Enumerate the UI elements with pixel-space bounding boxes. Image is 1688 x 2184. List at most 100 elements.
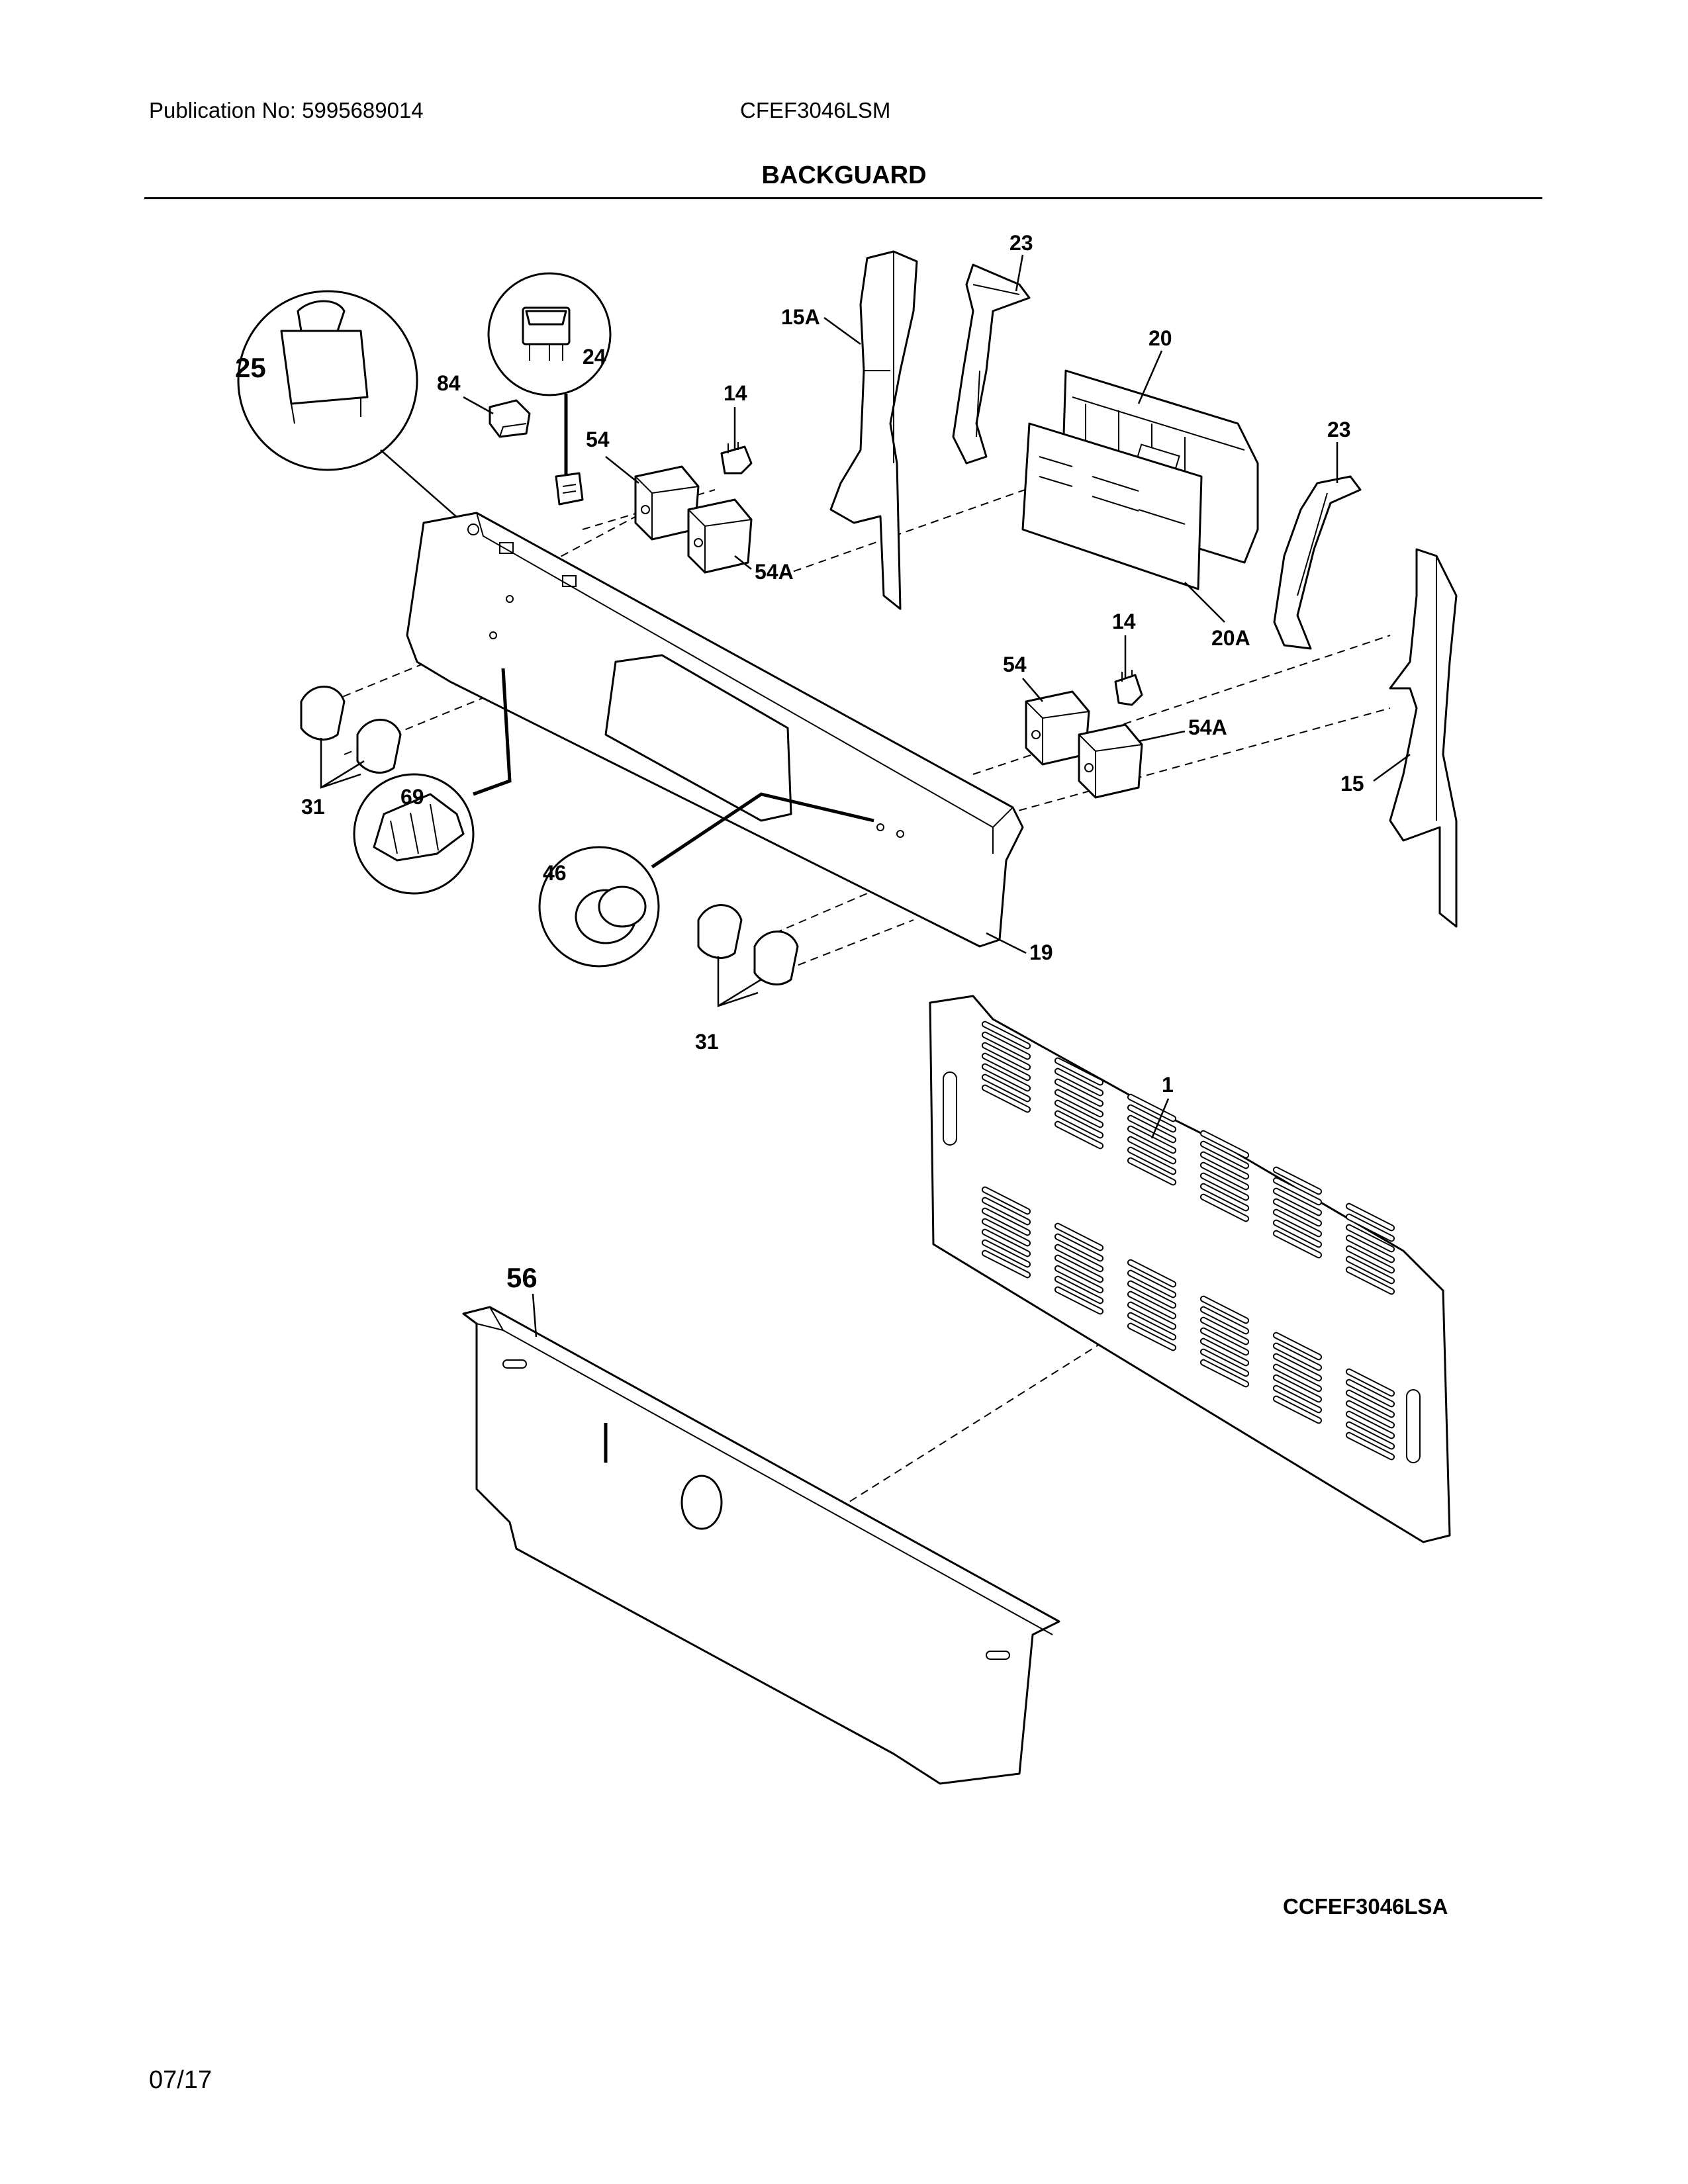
callout-20a: 20A xyxy=(1211,626,1250,650)
vent-slot xyxy=(1345,1224,1395,1253)
vent-slot xyxy=(1127,1093,1177,1122)
vent-slot xyxy=(1054,1110,1104,1139)
vent-slot xyxy=(1345,1421,1395,1450)
vent-slot xyxy=(1272,1363,1323,1392)
vent-slot xyxy=(1345,1245,1395,1274)
vent-slot xyxy=(1345,1203,1395,1232)
vent-slot xyxy=(1199,1140,1250,1169)
callout-23-right: 23 xyxy=(1327,418,1351,441)
vent-slot xyxy=(1345,1234,1395,1263)
vent-slot xyxy=(1199,1348,1250,1377)
vent-slot xyxy=(1272,1198,1323,1227)
part-14-top xyxy=(720,442,753,475)
vent-slot xyxy=(1272,1353,1323,1382)
vent-slot xyxy=(1199,1338,1250,1367)
vent-slot xyxy=(1054,1099,1104,1128)
vent-slot xyxy=(981,1228,1031,1257)
callout-20: 20 xyxy=(1149,326,1172,350)
part-14-right xyxy=(1114,670,1143,706)
vent-slot xyxy=(1272,1166,1323,1195)
callout-25: 25 xyxy=(235,352,266,383)
vent-slot xyxy=(1127,1322,1177,1351)
part-19-backguard-panel xyxy=(406,512,1024,948)
vent-slot xyxy=(1127,1312,1177,1341)
callout-54a-top: 54A xyxy=(755,560,794,584)
part-20a-overlay xyxy=(1021,422,1203,590)
page-title: BACKGUARD xyxy=(761,161,927,189)
vent-slot xyxy=(981,1052,1031,1081)
vent-slot xyxy=(1054,1244,1104,1273)
leader-lines xyxy=(463,254,1411,1338)
vent-slot xyxy=(1345,1213,1395,1242)
part-23-top xyxy=(952,263,1031,465)
part-46-magnified xyxy=(538,792,874,968)
vent-slot xyxy=(1199,1151,1250,1180)
vent-slot xyxy=(1054,1275,1104,1304)
vent-slot xyxy=(1199,1327,1250,1356)
vent-slot xyxy=(1054,1222,1104,1251)
knob-31-upper-left xyxy=(300,686,402,789)
callout-31-lower: 31 xyxy=(695,1030,719,1054)
vent-slot xyxy=(981,1250,1031,1279)
vent-slot xyxy=(1127,1146,1177,1175)
model-number: CFEF3046LSM xyxy=(740,98,891,122)
vent-slot xyxy=(1272,1332,1323,1361)
part-54a-top xyxy=(687,498,753,574)
vent-slot xyxy=(1272,1177,1323,1206)
vent-slot xyxy=(1345,1400,1395,1429)
vent-slot xyxy=(1054,1286,1104,1315)
vent-slot xyxy=(1345,1368,1395,1397)
vent-slot xyxy=(981,1207,1031,1236)
part-23-right xyxy=(1273,475,1362,650)
vent-slot xyxy=(1127,1280,1177,1309)
vent-slot xyxy=(1345,1379,1395,1408)
vent-slot xyxy=(981,1218,1031,1247)
part-54-top xyxy=(634,465,700,541)
vent-slot xyxy=(981,1042,1031,1071)
vent-slot xyxy=(981,1239,1031,1268)
vent-slot xyxy=(1272,1187,1323,1216)
callout-46: 46 xyxy=(543,861,567,885)
callout-54a-right: 54A xyxy=(1188,715,1227,739)
callout-69: 69 xyxy=(400,785,424,809)
publication-date: 07/17 xyxy=(149,2066,212,2094)
vent-slot xyxy=(1127,1291,1177,1320)
callout-14-top: 14 xyxy=(724,381,747,405)
callout-54-top: 54 xyxy=(586,428,610,451)
vent-slot xyxy=(1127,1104,1177,1133)
vent-slot xyxy=(1127,1136,1177,1165)
vent-slot xyxy=(1345,1432,1395,1461)
vent-slot xyxy=(1272,1374,1323,1403)
vent-slot xyxy=(1272,1219,1323,1248)
vent-slot xyxy=(1054,1233,1104,1262)
callout-84: 84 xyxy=(437,371,461,395)
vent-slot xyxy=(981,1021,1031,1050)
vent-slot xyxy=(981,1186,1031,1215)
part-25-magnified xyxy=(237,290,481,537)
vent-slot xyxy=(1199,1130,1250,1159)
part-15a-bracket xyxy=(829,250,918,610)
vent-slot xyxy=(1345,1410,1395,1439)
callout-24: 24 xyxy=(583,345,606,369)
vent-slot xyxy=(1127,1259,1177,1288)
vent-slot xyxy=(1054,1089,1104,1118)
knob-31-lower xyxy=(697,904,799,1007)
callout-1: 1 xyxy=(1162,1073,1174,1097)
part-24-switch xyxy=(555,472,584,506)
callout-19: 19 xyxy=(1029,940,1053,964)
vent-slot xyxy=(1127,1157,1177,1186)
part-15-bracket xyxy=(1389,548,1458,928)
vent-slot xyxy=(1199,1193,1250,1222)
vent-slot xyxy=(1272,1395,1323,1424)
vent-slot xyxy=(1054,1254,1104,1283)
vent-slot xyxy=(1272,1230,1323,1259)
part-84 xyxy=(489,399,531,438)
vent-slot xyxy=(981,1197,1031,1226)
vent-slot xyxy=(1199,1359,1250,1388)
callout-56: 56 xyxy=(506,1262,538,1293)
callout-54-right: 54 xyxy=(1003,653,1027,676)
vent-slot xyxy=(981,1084,1031,1113)
vent-slot xyxy=(1272,1342,1323,1371)
vent-slot xyxy=(1127,1301,1177,1330)
